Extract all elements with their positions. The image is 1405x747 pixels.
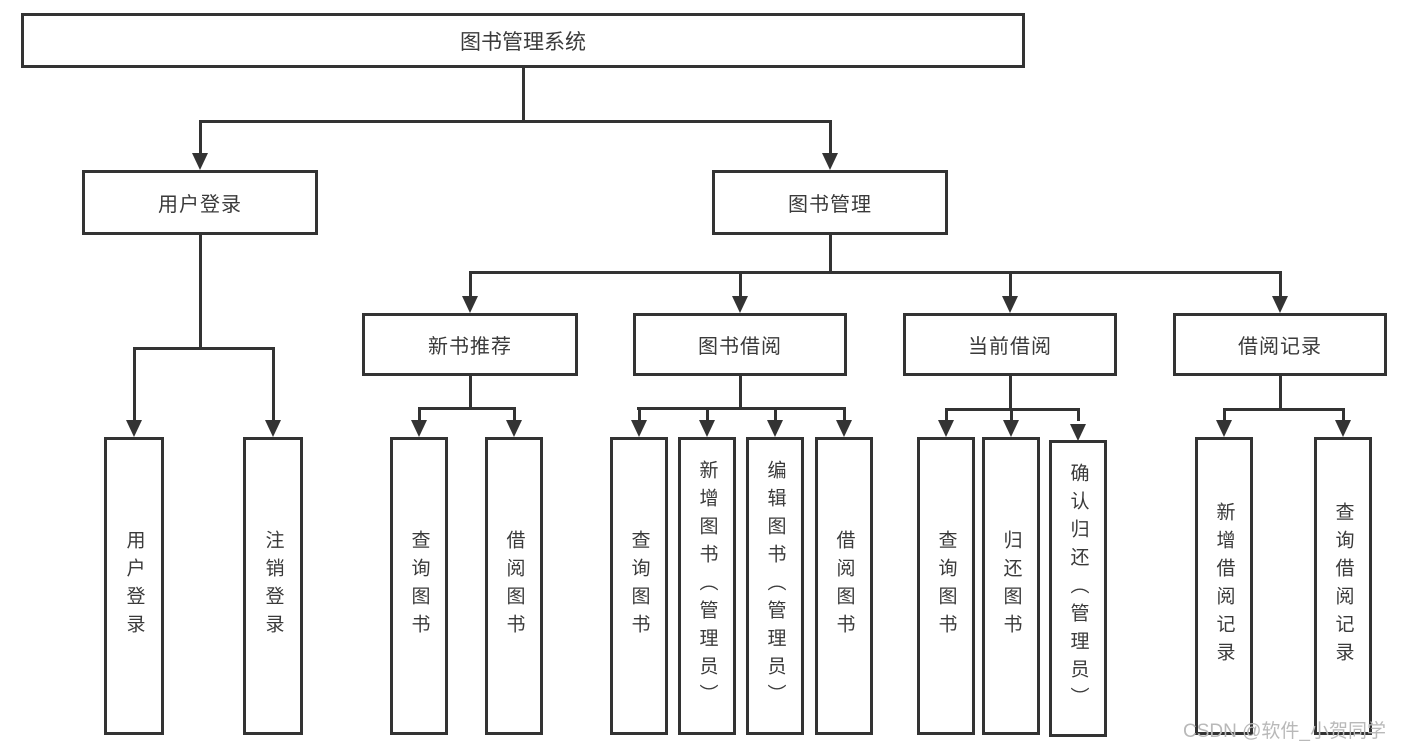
connector-segment [842, 407, 846, 421]
arrow-down-icon [732, 296, 748, 313]
connector-segment [1222, 408, 1226, 421]
leaf-records-add-record: 新增借阅记录 [1195, 437, 1253, 735]
connector-segment [417, 407, 516, 410]
connector-segment [1278, 271, 1282, 297]
node-label: 用户登录 [158, 194, 242, 216]
connector-segment [198, 235, 202, 350]
connector-segment [636, 407, 846, 410]
node-book-borrowing: 图书借阅 [633, 313, 847, 376]
leaf-user-login: 用户登录 [104, 437, 164, 735]
node-label: 查询图书 [408, 530, 430, 642]
arrow-down-icon [767, 420, 783, 437]
arrow-down-icon [836, 420, 852, 437]
node-label: 查询借阅记录 [1332, 502, 1354, 670]
node-label: 确认归还（管理员） [1067, 462, 1089, 715]
arrow-down-icon [462, 296, 478, 313]
node-new-book-recommend: 新书推荐 [362, 313, 578, 376]
leaf-current-return-books: 归还图书 [982, 437, 1040, 735]
node-label: 归还图书 [1000, 530, 1022, 642]
node-label: 查询图书 [628, 530, 650, 642]
node-label: 新增图书（管理员） [696, 460, 718, 712]
connector-segment [198, 120, 202, 154]
node-label: 注销登录 [262, 530, 284, 642]
csdn-watermark: CSDN @软件_小贺同学 [1183, 721, 1386, 742]
connector-segment [738, 376, 742, 410]
connector-segment [132, 347, 136, 421]
node-label: 图书借阅 [698, 336, 782, 358]
node-user-login: 用户登录 [82, 170, 318, 235]
node-label: 用户登录 [123, 530, 145, 642]
connector-segment [417, 407, 421, 421]
leaf-records-query-record: 查询借阅记录 [1314, 437, 1372, 735]
arrow-down-icon [822, 153, 838, 170]
connector-segment [1278, 376, 1282, 411]
leaf-current-query-books: 查询图书 [917, 437, 975, 735]
connector-segment [1076, 408, 1080, 421]
connector-segment [705, 407, 709, 421]
connector-segment [1008, 271, 1012, 297]
arrow-down-icon [938, 420, 954, 437]
connector-segment [512, 407, 516, 421]
arrow-down-icon [192, 153, 208, 170]
node-label: 新增借阅记录 [1213, 502, 1235, 670]
arrow-down-icon [1003, 420, 1019, 437]
arrow-down-icon [1070, 424, 1086, 441]
arrow-down-icon [411, 420, 427, 437]
connector-segment [738, 271, 742, 297]
node-borrowing-records: 借阅记录 [1173, 313, 1387, 376]
leaf-logout: 注销登录 [243, 437, 303, 735]
node-label: 新书推荐 [428, 336, 512, 358]
arrow-down-icon [699, 420, 715, 437]
leaf-current-confirm-return-admin: 确认归还（管理员） [1049, 440, 1107, 737]
connector-segment [944, 408, 948, 421]
node-label: 当前借阅 [968, 336, 1052, 358]
node-label: 借阅图书 [833, 530, 855, 642]
node-label: 查询图书 [935, 530, 957, 642]
connector-segment [828, 120, 832, 154]
connector-segment [198, 120, 832, 123]
node-current-borrowing: 当前借阅 [903, 313, 1117, 376]
connector-segment [637, 407, 641, 421]
node-label: 图书管理 [788, 194, 872, 216]
node-label: 图书管理系统 [460, 30, 586, 54]
node-library-management-system: 图书管理系统 [21, 13, 1025, 68]
leaf-recommend-borrow-books: 借阅图书 [485, 437, 543, 735]
leaf-borrowing-borrow-books: 借阅图书 [815, 437, 873, 735]
arrow-down-icon [265, 420, 281, 437]
leaf-recommend-query-books: 查询图书 [390, 437, 448, 735]
node-label: 编辑图书（管理员） [764, 460, 786, 712]
arrow-down-icon [1272, 296, 1288, 313]
arrow-down-icon [631, 420, 647, 437]
connector-segment [271, 347, 275, 421]
arrow-down-icon [1002, 296, 1018, 313]
connector-segment [132, 347, 275, 350]
connector-segment [468, 271, 1282, 274]
connector-segment [1008, 376, 1012, 411]
node-label: 借阅记录 [1238, 336, 1322, 358]
connector-segment [828, 235, 832, 274]
arrow-down-icon [506, 420, 522, 437]
connector-segment [521, 68, 525, 123]
leaf-borrowing-query-books: 查询图书 [610, 437, 668, 735]
arrow-down-icon [126, 420, 142, 437]
connector-segment [1009, 408, 1013, 421]
connector-segment [773, 407, 777, 421]
node-label: 借阅图书 [503, 530, 525, 642]
arrow-down-icon [1216, 420, 1232, 437]
leaf-borrowing-add-books-admin: 新增图书（管理员） [678, 437, 736, 735]
connector-segment [1341, 408, 1345, 421]
connector-segment [468, 271, 472, 297]
node-book-management: 图书管理 [712, 170, 948, 235]
connector-segment [468, 376, 472, 410]
connector-segment [1222, 408, 1345, 411]
leaf-borrowing-edit-books-admin: 编辑图书（管理员） [746, 437, 804, 735]
arrow-down-icon [1335, 420, 1351, 437]
